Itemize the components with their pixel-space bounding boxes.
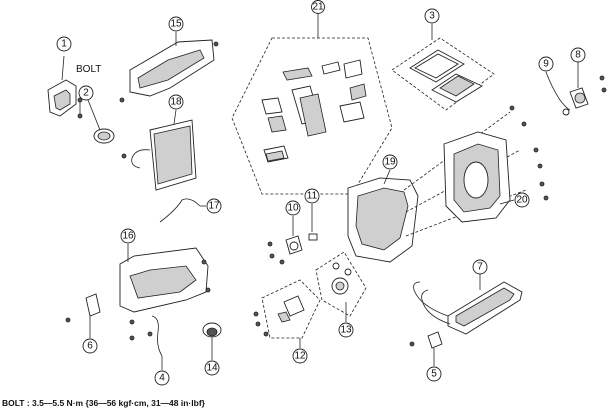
part-4-hose bbox=[151, 315, 163, 370]
part-13-group bbox=[315, 251, 367, 322]
callout-13: 13 bbox=[338, 322, 354, 338]
svg-text:2: 2 bbox=[83, 88, 89, 99]
part-15-duct bbox=[119, 32, 219, 103]
callout-7: 7 bbox=[472, 259, 488, 275]
callout-19: 19 bbox=[382, 154, 398, 170]
svg-text:18: 18 bbox=[170, 97, 182, 108]
svg-text:13: 13 bbox=[340, 325, 352, 336]
svg-text:8: 8 bbox=[575, 50, 581, 61]
part-18-evaporator bbox=[121, 109, 197, 191]
svg-text:7: 7 bbox=[477, 262, 483, 273]
callout-15: 15 bbox=[168, 16, 184, 32]
callout-11: 11 bbox=[304, 188, 320, 204]
callout-6: 6 bbox=[82, 338, 98, 354]
part-16-case bbox=[119, 244, 211, 341]
callout-5: 5 bbox=[426, 366, 442, 382]
svg-text:17: 17 bbox=[208, 201, 220, 212]
part-12-group bbox=[253, 279, 321, 348]
part-3-group bbox=[391, 24, 495, 111]
callout-14: 14 bbox=[204, 360, 220, 376]
svg-text:14: 14 bbox=[206, 363, 218, 374]
svg-text:16: 16 bbox=[122, 231, 134, 242]
svg-text:4: 4 bbox=[159, 373, 165, 384]
svg-text:5: 5 bbox=[431, 369, 437, 380]
svg-text:20: 20 bbox=[516, 195, 528, 206]
part-7-heater-core bbox=[413, 274, 523, 335]
part-20-case bbox=[443, 131, 549, 223]
bolt-label: BOLT bbox=[76, 64, 101, 75]
callout-21: 21 bbox=[311, 0, 325, 14]
svg-text:15: 15 bbox=[170, 19, 182, 30]
callout-9: 9 bbox=[538, 56, 554, 72]
part-14-cap bbox=[202, 322, 222, 360]
callout-17: 17 bbox=[206, 198, 222, 214]
callout-8: 8 bbox=[570, 47, 586, 63]
part-1-bracket bbox=[47, 55, 83, 119]
part-19-case bbox=[347, 105, 527, 263]
callout-4: 4 bbox=[154, 370, 170, 386]
svg-text:3: 3 bbox=[429, 11, 435, 22]
part-9-link bbox=[545, 71, 571, 116]
torque-spec-note: BOLT : 3.5—5.5 N·m {36—56 kgf·cm, 31—48 … bbox=[2, 398, 205, 408]
callout-10: 10 bbox=[285, 200, 301, 216]
svg-text:11: 11 bbox=[307, 191, 318, 202]
callout-2: 2 bbox=[78, 85, 94, 101]
svg-text:6: 6 bbox=[87, 341, 93, 352]
part-2-grommet bbox=[87, 99, 115, 144]
callout-3: 3 bbox=[424, 8, 440, 24]
svg-text:10: 10 bbox=[287, 203, 299, 214]
svg-text:12: 12 bbox=[294, 351, 306, 362]
callout-12: 12 bbox=[292, 348, 308, 364]
part-8-motor bbox=[569, 62, 607, 109]
callout-16: 16 bbox=[120, 228, 136, 244]
part-11-sensor bbox=[308, 204, 318, 241]
part-17-wire bbox=[159, 198, 206, 223]
svg-text:19: 19 bbox=[384, 157, 396, 168]
part-21-group bbox=[231, 14, 393, 195]
callout-20: 20 bbox=[514, 192, 530, 208]
callout-1: 1 bbox=[56, 36, 72, 52]
part-10-actuator bbox=[267, 216, 303, 265]
svg-text:9: 9 bbox=[543, 59, 549, 70]
svg-text:21: 21 bbox=[312, 2, 324, 13]
part-5-clamp bbox=[409, 331, 443, 366]
svg-text:1: 1 bbox=[61, 39, 67, 50]
callout-18: 18 bbox=[168, 94, 184, 110]
part-6-clip bbox=[65, 293, 101, 338]
